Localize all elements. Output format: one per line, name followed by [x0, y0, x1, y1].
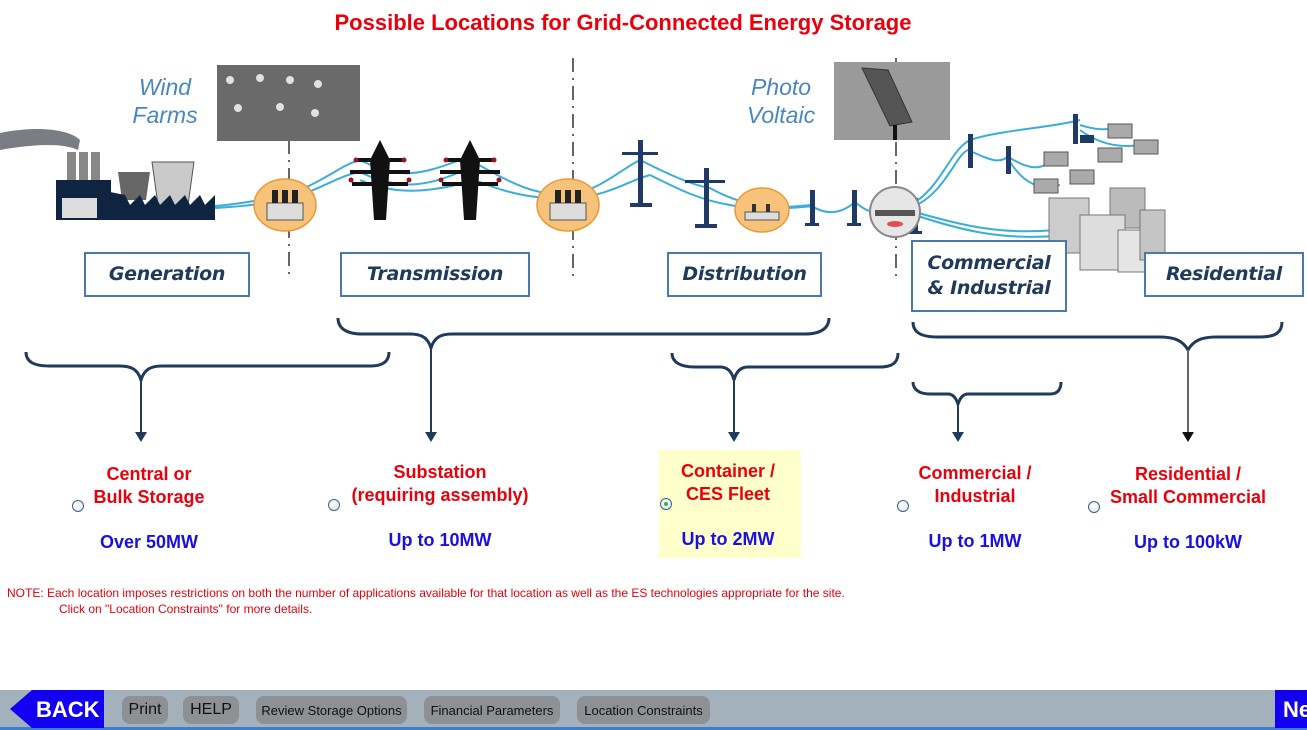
option-capacity: Up to 1MW [928, 531, 1022, 551]
transmission-tower-icon [350, 140, 500, 220]
option-container-ces[interactable]: Container / CES Fleet Up to 2MW [668, 460, 788, 551]
next-button[interactable]: Next [1275, 690, 1307, 728]
radio-button[interactable] [328, 499, 340, 511]
option-radio-container[interactable] [660, 498, 672, 510]
note-line-2: Click on "Location Constraints" for more… [59, 602, 313, 616]
segment-transmission: Transmission [340, 252, 530, 297]
option-name: (requiring assembly) [351, 485, 529, 505]
selected-option-highlight [659, 450, 801, 558]
option-capacity: Up to 100kW [1133, 532, 1243, 552]
page-title: Possible Locations for Grid-Connected En… [334, 10, 912, 35]
back-arrow-icon [10, 690, 104, 728]
grid-diagram [0, 58, 1284, 442]
option-name: Central or [106, 464, 192, 484]
location-constraints-button[interactable]: Location Constraints [577, 696, 710, 724]
label-line: Photo [750, 74, 812, 100]
smoke-icon [0, 129, 80, 150]
label-line: Wind [138, 74, 192, 100]
radio-button[interactable] [72, 500, 84, 512]
storage-transformer-icon [536, 178, 600, 232]
option-capacity: Over 50MW [99, 532, 199, 552]
financial-parameters-button[interactable]: Financial Parameters [424, 696, 560, 724]
arrow-heads [135, 432, 1194, 442]
option-commercial-industrial[interactable]: Commercial / Industrial Up to 1MW [905, 462, 1045, 553]
arrows [140, 348, 1189, 434]
segment-commercial-industrial: Commercial & Industrial [911, 240, 1067, 312]
option-name: Commercial / [918, 463, 1032, 483]
next-label: Next [1283, 697, 1307, 722]
wind-farms-label: Wind Farms [120, 73, 210, 129]
option-name: Small Commercial [1109, 487, 1267, 507]
houses-icon [1033, 123, 1159, 194]
electric-meter-icon [869, 186, 921, 238]
option-name: Substation [393, 462, 487, 482]
option-radio-substation[interactable] [328, 499, 340, 511]
option-substation[interactable]: Substation (requiring assembly) Up to 10… [340, 461, 540, 552]
label-line: Voltaic [746, 102, 816, 128]
office-buildings-icon [1048, 187, 1166, 273]
segment-generation: Generation [84, 252, 250, 297]
option-name: Container / [680, 461, 775, 481]
option-name: Residential / [1134, 464, 1242, 484]
label-line: Farms [132, 102, 198, 128]
photo-voltaic-label: Photo Voltaic [735, 73, 827, 129]
option-capacity: Up to 10MW [388, 530, 492, 550]
note-text: NOTE: Each location imposes restrictions… [7, 585, 845, 617]
back-button[interactable]: BACK [10, 690, 104, 728]
storage-transformer-icon [253, 178, 317, 232]
option-name: Industrial [934, 486, 1016, 506]
bottom-navigation-bar: BACK Print HELP Review Storage Options F… [0, 690, 1307, 730]
help-button[interactable]: HELP [183, 696, 239, 724]
option-name: Bulk Storage [93, 487, 205, 507]
note-line-1: NOTE: Each location imposes restrictions… [7, 586, 845, 600]
review-storage-options-button[interactable]: Review Storage Options [256, 696, 407, 724]
option-radio-residential[interactable] [1088, 501, 1100, 513]
distribution-pole-icon [622, 114, 1094, 234]
back-label: BACK [36, 697, 100, 722]
option-capacity: Up to 2MW [681, 529, 775, 549]
label-line: Commercial [927, 252, 1051, 274]
print-button[interactable]: Print [122, 696, 168, 724]
option-name: CES Fleet [685, 484, 771, 504]
segment-distribution: Distribution [667, 252, 822, 297]
storage-transformer-icon [734, 187, 790, 233]
radio-button[interactable] [897, 500, 909, 512]
grouping-braces [24, 317, 1284, 409]
option-radio-central[interactable] [72, 500, 84, 512]
option-radio-commercial[interactable] [897, 500, 909, 512]
option-residential-small-commercial[interactable]: Residential / Small Commercial Up to 100… [1098, 463, 1278, 554]
radio-button[interactable] [1088, 501, 1100, 513]
segment-residential: Residential [1144, 252, 1304, 297]
label-line: & Industrial [927, 277, 1051, 299]
power-plant-icon [56, 152, 215, 220]
option-central-bulk[interactable]: Central or Bulk Storage Over 50MW [80, 463, 218, 554]
